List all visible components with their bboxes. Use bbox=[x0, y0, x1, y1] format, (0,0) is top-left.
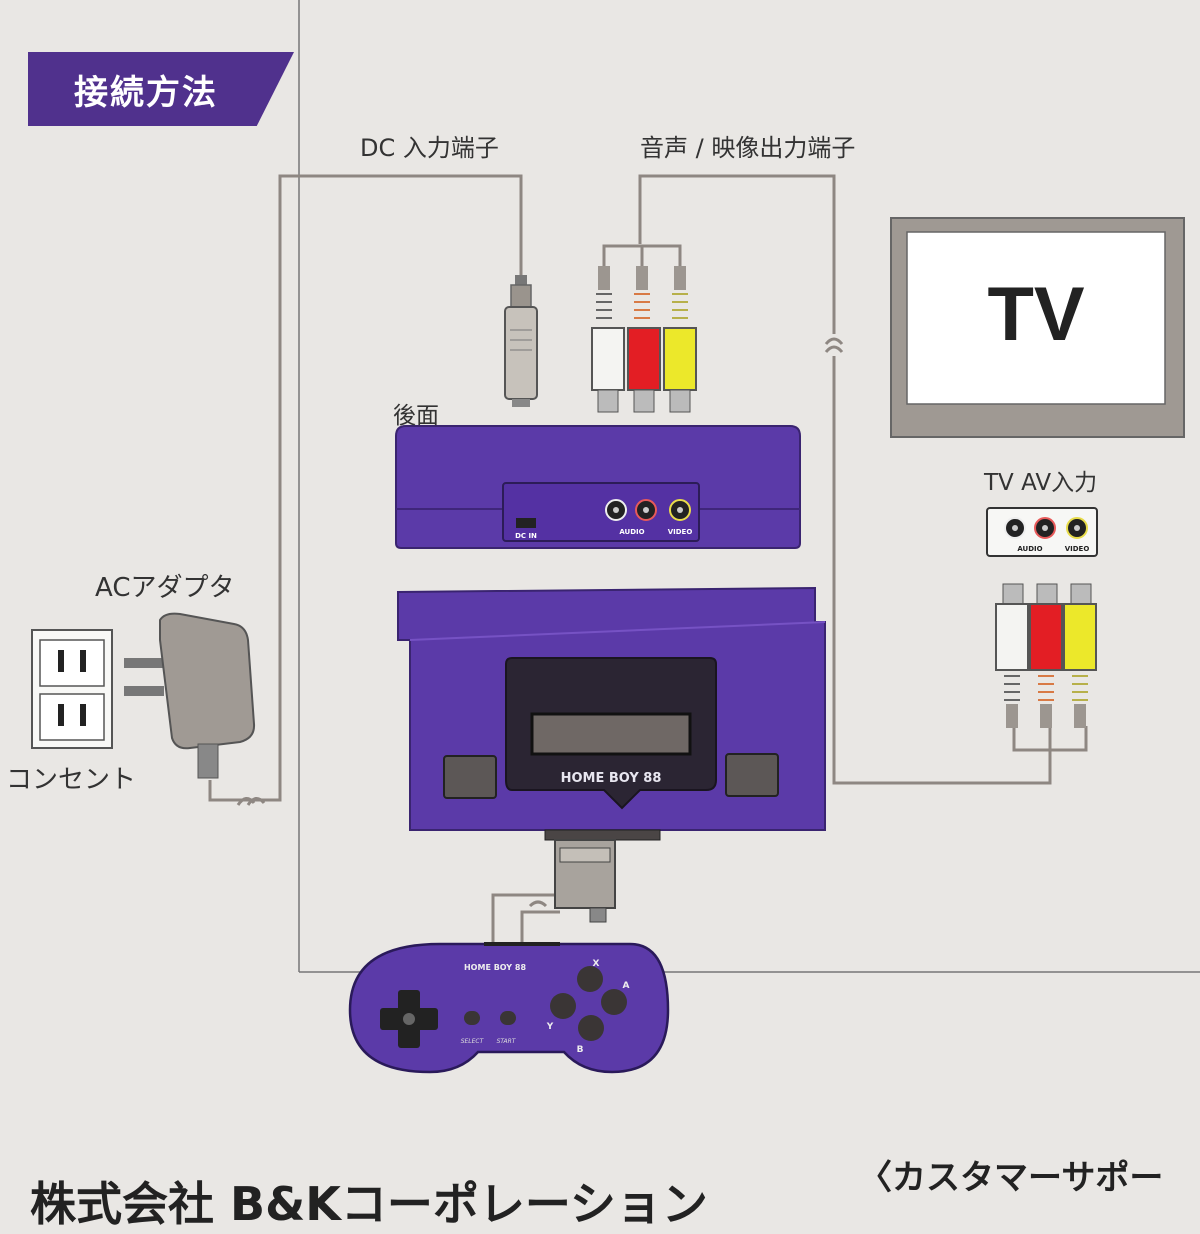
rca-plug-red-bottom-icon bbox=[1029, 583, 1063, 728]
rear-dc-in-label: DC IN bbox=[515, 532, 537, 540]
section-title: 接続方法 bbox=[74, 73, 218, 113]
rca-plug-yellow-bottom-icon bbox=[1063, 583, 1097, 728]
rca-plug-red-icon bbox=[627, 266, 661, 413]
cable-break-marks bbox=[236, 337, 844, 908]
tv-audio-label: AUDIO bbox=[1017, 545, 1042, 553]
controller-start-label: START bbox=[497, 1038, 517, 1045]
controller-x-label: X bbox=[593, 959, 600, 969]
controller-icon: HOME BOY 88 SELECT START X Y A B bbox=[348, 942, 670, 1074]
console-brand-label: HOME BOY 88 bbox=[561, 771, 662, 786]
outlet-icon bbox=[31, 629, 113, 749]
rear-label: 後面 bbox=[393, 403, 439, 429]
cables bbox=[208, 174, 1088, 945]
tv-video-label: VIDEO bbox=[1065, 545, 1090, 553]
controller-b-label: B bbox=[577, 1045, 584, 1055]
footer-company-name: 株式会社 B&Kコーポレーション bbox=[30, 1177, 708, 1231]
ac-adapter-label: ACアダプタ bbox=[95, 573, 235, 603]
rear-video-label: VIDEO bbox=[668, 528, 693, 536]
dc-input-label: DC 入力端子 bbox=[360, 134, 499, 162]
controller-a-label: A bbox=[623, 981, 630, 991]
outlet-label: コンセント bbox=[6, 765, 137, 795]
rca-plug-white-icon bbox=[591, 266, 625, 413]
controller-brand-label: HOME BOY 88 bbox=[464, 963, 526, 972]
section-title-banner: 接続方法 bbox=[28, 52, 294, 126]
tv-av-input-label: TV AV入力 bbox=[984, 470, 1098, 496]
controller-y-label: Y bbox=[546, 1022, 554, 1032]
rca-plug-yellow-icon bbox=[663, 266, 697, 413]
rca-plug-white-bottom-icon bbox=[995, 583, 1029, 728]
dc-plug-icon bbox=[504, 275, 538, 407]
controller-select-label: SELECT bbox=[461, 1038, 485, 1045]
tv-av-input-panel-icon: AUDIO VIDEO bbox=[986, 507, 1098, 557]
dpad-icon bbox=[380, 990, 438, 1048]
tv-screen-label: TV bbox=[987, 272, 1084, 357]
rear-audio-label: AUDIO bbox=[619, 528, 644, 536]
tv-icon: TV bbox=[890, 217, 1185, 438]
ac-adapter-icon bbox=[124, 612, 256, 779]
footer-customer-support: 〈カスタマーサポー bbox=[858, 1158, 1164, 1198]
console-top-icon: HOME BOY 88 bbox=[397, 586, 826, 923]
av-output-label: 音声 / 映像出力端子 bbox=[640, 134, 856, 162]
connection-diagram: TV DC IN AUDIO VIDEO AUDIO VIDEO bbox=[31, 0, 1200, 1074]
console-rear-icon: DC IN AUDIO VIDEO bbox=[395, 425, 801, 549]
